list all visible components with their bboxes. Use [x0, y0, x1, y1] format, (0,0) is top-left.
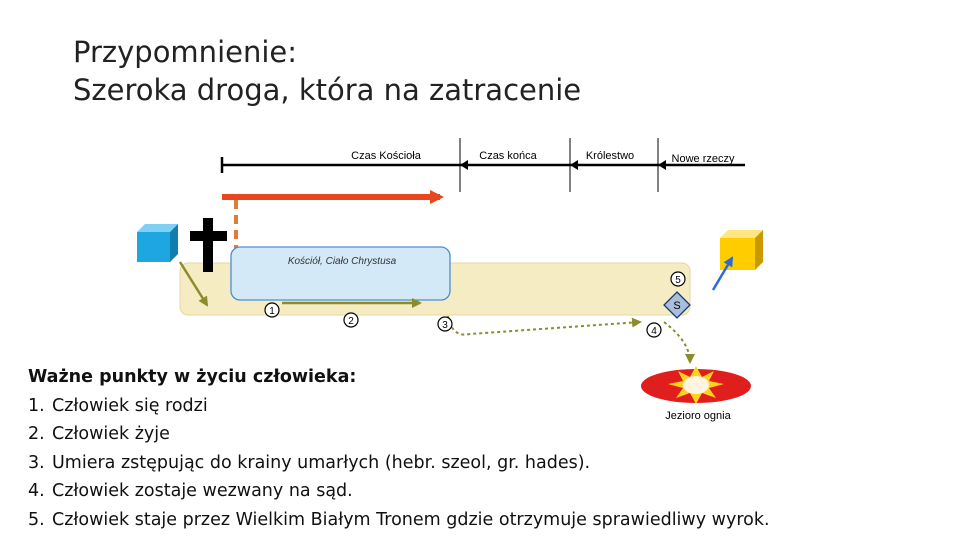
- timeline-label-kingdom: Królestwo: [586, 150, 634, 162]
- marker-5: 5: [670, 271, 686, 287]
- marker-1: 1: [264, 302, 280, 318]
- judgment-dashed-arrow: [663, 321, 695, 364]
- church-label: Kościół, Ciało Chrystusa: [288, 256, 397, 267]
- marker-2: 2: [343, 312, 359, 328]
- list-item-number: 1.: [28, 395, 45, 416]
- cross-icon: [190, 218, 227, 272]
- lake-of-fire-icon: [641, 366, 751, 404]
- slide-title: Przypomnienie: Szeroka droga, która na z…: [73, 33, 581, 109]
- judgment-diamond-icon: S: [663, 291, 691, 319]
- key-points-heading: Ważne punkty w życiu człowieka:: [28, 367, 357, 387]
- list-item: 4. Człowiek zostaje wezwany na sąd.: [28, 477, 770, 506]
- timeline-arrow-3: [658, 160, 666, 170]
- timeline-label-end: Czas końca: [479, 150, 537, 162]
- list-item: 3. Umiera zstępując do krainy umarłych (h…: [28, 449, 770, 478]
- list-item-text: Umiera zstępując do krainy umarłych (heb…: [52, 452, 591, 473]
- title-line-1: Przypomnienie:: [73, 35, 298, 69]
- key-points-list: Ważne punkty w życiu człowieka: 1. Człowi…: [28, 363, 770, 534]
- list-item-text: Człowiek staje przez Wielkim Białym Tron…: [52, 509, 770, 530]
- svg-text:5: 5: [675, 275, 681, 286]
- marker-3: 3: [437, 316, 453, 332]
- yellow-cube-icon: [720, 230, 763, 270]
- lake-label: Jezioro ognia: [665, 410, 731, 422]
- blue-cube-icon: [137, 224, 178, 262]
- svg-text:1: 1: [269, 306, 275, 317]
- timeline-arrow-2: [570, 160, 578, 170]
- new-life-arrow: [711, 256, 734, 291]
- list-item: 2. Człowiek żyje: [28, 420, 770, 449]
- list-item-text: Człowiek się rodzi: [52, 395, 208, 416]
- hades-arrow: [447, 315, 642, 336]
- svg-text:4: 4: [651, 326, 657, 337]
- birth-arrow: [178, 261, 209, 307]
- church-box: [230, 246, 451, 301]
- timeline-label-church: Czas Kościoła: [351, 150, 422, 162]
- timeline-arrow-1: [460, 160, 468, 170]
- list-item-number: 3.: [28, 452, 45, 473]
- list-item-number: 5.: [28, 509, 45, 530]
- svg-text:3: 3: [442, 320, 448, 331]
- title-line-2: Szeroka droga, która na zatracenie: [73, 73, 582, 107]
- list-item-number: 4.: [28, 481, 45, 501]
- list-item: 1. Człowiek się rodzi: [28, 392, 770, 421]
- list-item-number: 2.: [28, 424, 45, 444]
- list-item-text: Człowiek zostaje wezwany na sąd.: [52, 481, 353, 501]
- timeline-label-new: Nowe rzeczy: [672, 153, 735, 165]
- list-item: 5. Człowiek staje przez Wielkim Białym Tr…: [28, 506, 770, 535]
- list-item-text: Człowiek żyje: [52, 424, 170, 444]
- svg-text:2: 2: [348, 316, 354, 327]
- svg-text:S: S: [673, 300, 680, 312]
- marker-4: 4: [646, 322, 662, 338]
